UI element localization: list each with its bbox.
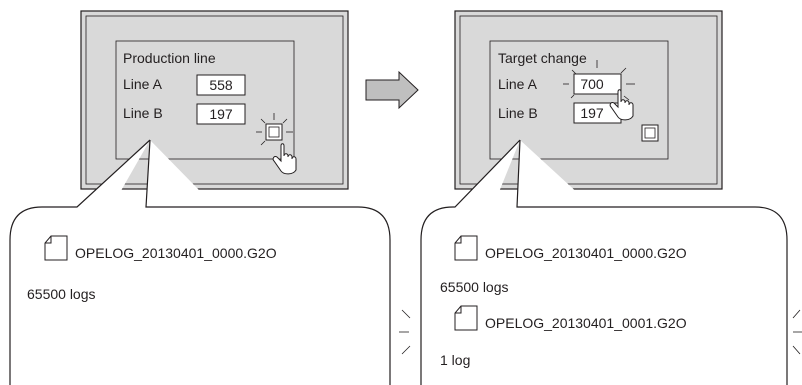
before-file-name: OPELOG_20130401_0000.G2O xyxy=(75,245,277,261)
document-icon xyxy=(454,305,478,331)
new-file-emphasis-icon xyxy=(399,309,802,355)
before-line-a-value: 558 xyxy=(209,77,233,93)
after-device: Target change Line A 700 Line B 197 xyxy=(454,10,723,190)
after-file-0-name: OPELOG_20130401_0000.G2O xyxy=(485,245,687,261)
before-touch-button xyxy=(265,123,283,141)
before-line-b-value: 197 xyxy=(209,106,233,122)
document-icon xyxy=(44,235,68,261)
before-screen-title: Production line xyxy=(123,50,216,66)
before-line-a-label: Line A xyxy=(123,76,163,92)
right-arrow-icon xyxy=(365,70,419,110)
document-icon xyxy=(454,235,478,261)
after-log-bubble xyxy=(420,139,788,385)
after-line-a-value: 700 xyxy=(580,76,604,92)
after-line-b-label: Line B xyxy=(498,105,538,121)
after-line-b-value: 197 xyxy=(580,105,604,121)
after-file-1-count: 1 log xyxy=(440,352,470,368)
before-device: Production line Line A 558 Line B 197 xyxy=(80,10,349,190)
before-line-b-label: Line B xyxy=(123,105,163,121)
after-file-1-name: OPELOG_20130401_0001.G2O xyxy=(485,315,687,331)
after-line-a-label: Line A xyxy=(498,76,538,92)
after-file-0-count: 65500 logs xyxy=(440,279,509,295)
before-file-count: 65500 logs xyxy=(27,286,96,302)
after-touch-spark-icon xyxy=(563,60,635,101)
after-touch-button xyxy=(641,124,659,142)
after-screen-title: Target change xyxy=(498,50,587,66)
before-log-bubble xyxy=(9,139,391,385)
before-touch-spark-icon xyxy=(256,113,293,146)
